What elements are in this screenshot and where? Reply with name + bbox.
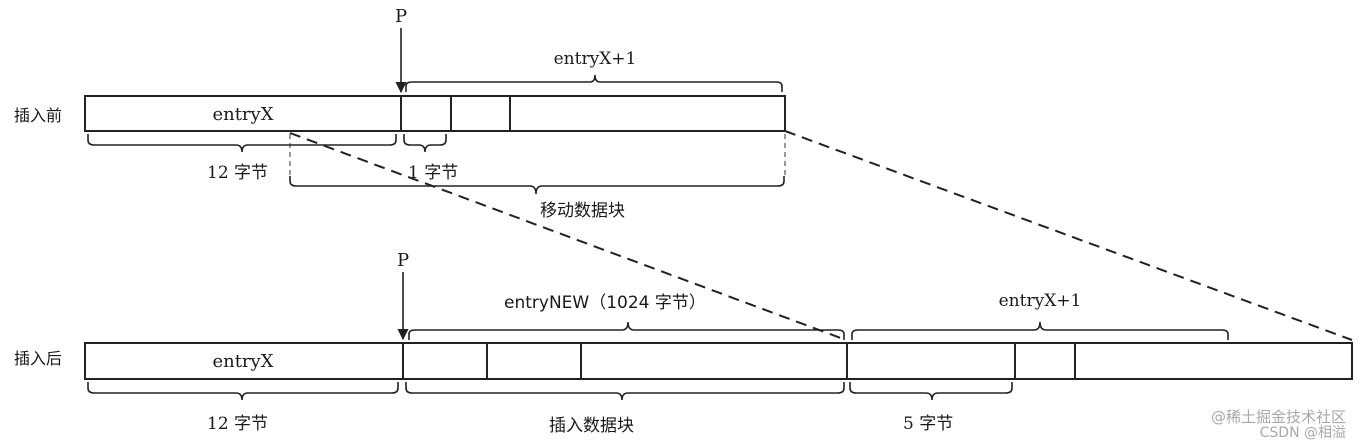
watermark-line1: @稀土掘金技术社区 xyxy=(1211,408,1346,426)
move-block-brace xyxy=(289,176,785,195)
before-next-entry-label: entryX+1 xyxy=(554,49,637,69)
before-next-entry-brace xyxy=(405,74,783,92)
before-1-byte-brace xyxy=(403,134,447,153)
after-12-bytes-label: 12 字节 xyxy=(207,414,268,434)
after-next-entry-box xyxy=(846,342,1353,380)
after-next-entry-brace xyxy=(851,321,1229,340)
after-new-entry-brace xyxy=(408,321,845,340)
before-pointer-label: P xyxy=(395,6,407,27)
before-row-label: 插入前 xyxy=(14,106,62,125)
after-row: 插入后 P entryX entryNEW（1024 字节） entryX+1 … xyxy=(14,250,1353,436)
after-entryX-label: entryX xyxy=(212,351,273,372)
before-row: 插入前 P entryX entryX+1 12 字节 1 字节 移动数据块 xyxy=(14,6,786,221)
move-connector-left xyxy=(289,132,847,341)
after-next-entry-label: entryX+1 xyxy=(999,291,1082,311)
after-new-entry-box xyxy=(402,342,848,380)
watermark-line2: CSDN @相溢 xyxy=(1260,425,1346,441)
move-connector-right xyxy=(784,130,1353,341)
after-new-entry-label: entryNEW（1024 字节） xyxy=(504,293,706,313)
after-pointer-label: P xyxy=(397,250,409,271)
insert-block-brace xyxy=(405,382,845,401)
insert-block-label: 插入数据块 xyxy=(549,416,634,436)
after-5-bytes-label: 5 字节 xyxy=(903,414,953,434)
before-12-bytes-brace xyxy=(87,134,397,153)
before-12-bytes-label: 12 字节 xyxy=(207,163,268,183)
move-block-label: 移动数据块 xyxy=(540,201,625,221)
after-5-bytes-brace xyxy=(849,382,1013,401)
after-row-label: 插入后 xyxy=(14,349,62,368)
after-entryX-box xyxy=(84,342,404,380)
before-entryX-label: entryX xyxy=(212,104,273,125)
before-next-entry-box xyxy=(400,95,786,132)
watermark: @稀土掘金技术社区 CSDN @相溢 xyxy=(1211,408,1346,441)
before-1-byte-label: 1 字节 xyxy=(408,163,458,183)
after-12-bytes-brace xyxy=(87,382,399,401)
